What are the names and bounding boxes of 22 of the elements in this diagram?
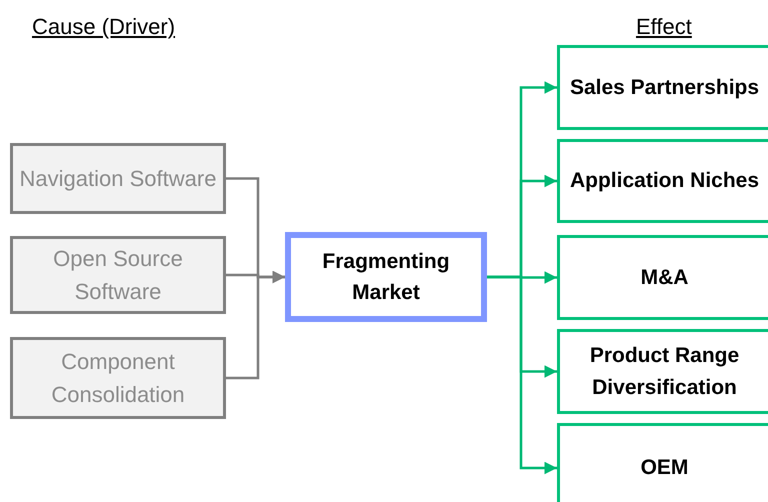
box-label: M&A <box>640 264 688 291</box>
cause-box <box>10 143 226 214</box>
effect-box <box>557 235 768 320</box>
effect-box <box>557 45 768 130</box>
effect-box <box>557 139 768 223</box>
cause-box <box>10 337 226 419</box>
box-label: Open Source Software <box>52 245 184 306</box>
arrow <box>487 276 557 474</box>
box-label: Application Niches <box>570 168 760 194</box>
column-heading: Cause (Driver) <box>32 14 176 40</box>
column-heading: Effect <box>636 14 692 40</box>
cause-box <box>10 236 226 314</box>
box-label: Fragmenting Market <box>321 248 451 306</box>
box-label: Navigation Software <box>20 165 216 193</box>
box-label: Product Range Diversification <box>588 343 740 400</box>
box-label: OEM <box>640 455 688 482</box>
arrow <box>226 270 285 380</box>
effect-box <box>557 423 768 502</box>
box-label: Component Consolidation <box>50 348 186 409</box>
effect-box <box>557 329 768 414</box>
center-box <box>285 232 487 322</box>
box-label: Sales Partnerships <box>570 74 760 101</box>
